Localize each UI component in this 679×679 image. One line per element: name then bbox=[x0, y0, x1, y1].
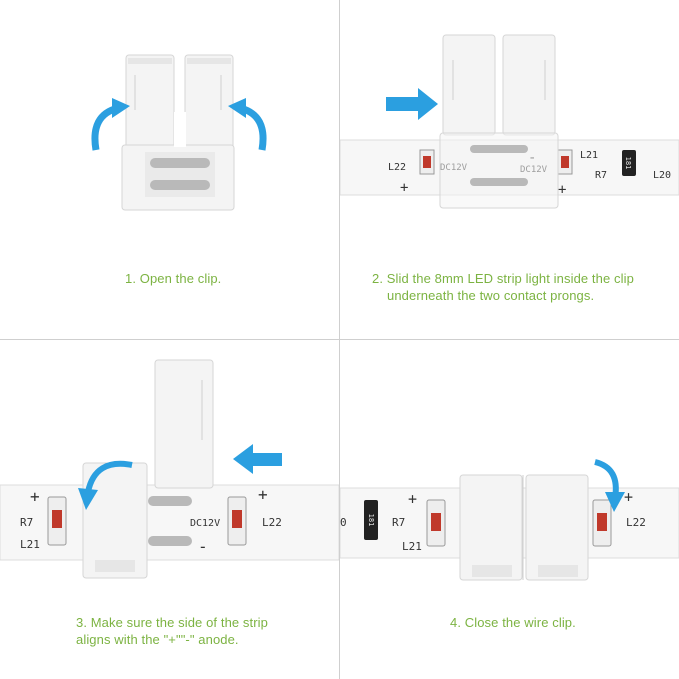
resistor-label: R7 bbox=[595, 170, 607, 181]
closed-clip bbox=[459, 474, 589, 581]
plus-sign: + bbox=[400, 180, 408, 196]
step-2-caption: 2. Slid the 8mm LED strip light inside t… bbox=[372, 270, 672, 304]
step-4-panel: 181 0 R7 L21 + L22 + 4. Close the bbox=[340, 340, 679, 679]
step-3-panel: R7 L21 + L22 DC12V + - bbox=[0, 340, 339, 679]
step-4-illustration: 181 0 R7 L21 + L22 + bbox=[340, 459, 679, 581]
led-label-right: L22 bbox=[388, 162, 406, 173]
plus-sign-2: + bbox=[558, 182, 566, 198]
step-2-caption-line-1: 2. Slid the 8mm LED strip light inside t… bbox=[372, 271, 634, 286]
step-2-panel: 181 L22 DC12V DC12V L21 R7 L20 + - + bbox=[340, 0, 679, 339]
resistor-label: R7 bbox=[392, 516, 405, 529]
resistor-code: 181 bbox=[367, 514, 375, 527]
step-4-caption: 4. Close the wire clip. bbox=[450, 615, 576, 630]
step-2-illustration: 181 L22 DC12V DC12V L21 R7 L20 + - + bbox=[340, 34, 679, 209]
curved-arrow-icon bbox=[85, 460, 133, 493]
resistor-code: 181 bbox=[624, 157, 632, 170]
led-label-far: L20 bbox=[653, 170, 671, 181]
grid-divider-horizontal bbox=[0, 339, 679, 340]
open-clip bbox=[121, 54, 235, 211]
curved-arrow-icon bbox=[605, 492, 625, 512]
curved-arrow-icon bbox=[112, 98, 130, 118]
step-3-caption-line-1: 3. Make sure the side of the strip bbox=[76, 615, 268, 630]
plus-sign: + bbox=[30, 487, 40, 506]
step-1-caption: 1. Open the clip. bbox=[125, 271, 222, 286]
resistor-label: R7 bbox=[20, 516, 33, 529]
curved-arrow-icon bbox=[78, 488, 98, 510]
partial-label: 0 bbox=[340, 516, 347, 529]
clip-open-on-strip bbox=[439, 34, 559, 209]
plus-sign: + bbox=[408, 490, 417, 508]
plus-sign-2: + bbox=[258, 485, 268, 504]
led-label-left: L21 bbox=[580, 150, 598, 161]
straight-arrow-icon bbox=[386, 88, 438, 120]
curved-arrow-icon bbox=[228, 98, 246, 118]
half-closed-clip bbox=[82, 359, 214, 579]
led-label-left: L21 bbox=[402, 540, 422, 553]
step-3-caption: 3. Make sure the side of the strip align… bbox=[76, 614, 326, 648]
step-3-illustration: R7 L21 + L22 DC12V + - bbox=[0, 359, 339, 579]
straight-arrow-icon bbox=[233, 444, 282, 474]
voltage-label: DC12V bbox=[190, 518, 220, 529]
plus-sign-2: + bbox=[624, 488, 633, 506]
led-label-left: L21 bbox=[20, 538, 40, 551]
minus-sign: - bbox=[198, 537, 208, 556]
step-2-caption-line-2: underneath the two contact prongs. bbox=[387, 288, 595, 303]
step-1-panel: 1. Open the clip. bbox=[0, 0, 339, 339]
led-label-right: L22 bbox=[262, 516, 282, 529]
step-1-illustration bbox=[91, 54, 267, 211]
step-3-caption-line-2: aligns with the "+""-" anode. bbox=[76, 632, 239, 647]
led-label-right: L22 bbox=[626, 516, 646, 529]
